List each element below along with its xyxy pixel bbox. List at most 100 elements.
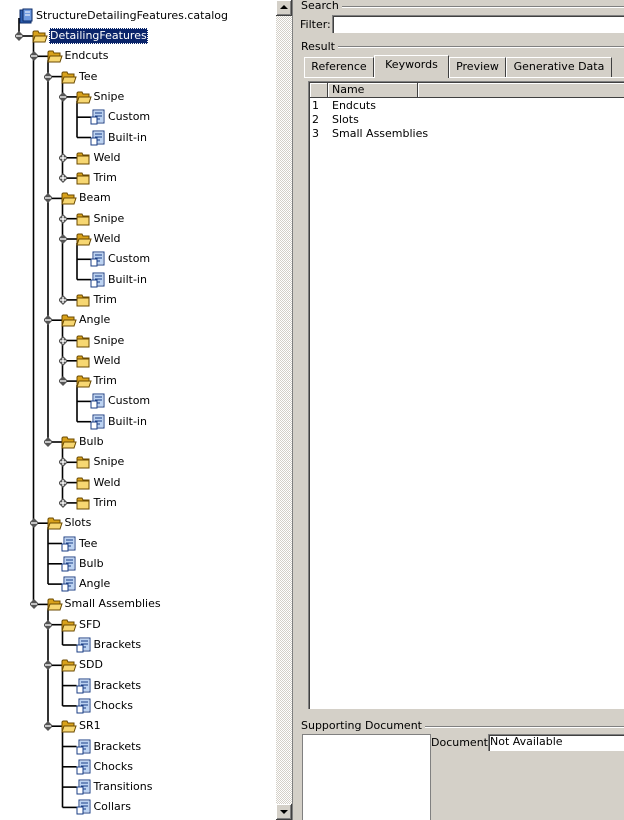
list-item-index: 3	[312, 127, 319, 140]
chapter-icon	[61, 576, 76, 592]
tree-node-label: Snipe	[93, 333, 125, 347]
chapter-icon	[90, 251, 105, 267]
folder-closed-icon	[76, 152, 89, 165]
result-list[interactable]: Name 1 Endcuts 2 Slots 3 Small Assemblie…	[308, 81, 624, 709]
chapter-icon	[90, 414, 105, 430]
collapse-toggle-icon[interactable]	[57, 91, 69, 103]
tree-node-label: Snipe	[93, 211, 125, 225]
expand-toggle-icon[interactable]	[57, 213, 69, 225]
collapse-toggle-icon[interactable]	[57, 233, 69, 245]
tree-node-label: Built-in	[108, 272, 147, 286]
folder-open-icon	[75, 91, 92, 104]
collapse-toggle-icon[interactable]	[28, 50, 40, 62]
tab-keywords[interactable]: Keywords	[374, 55, 449, 78]
collapse-toggle-icon[interactable]	[13, 30, 25, 42]
arrow-up-icon	[280, 5, 288, 9]
folder-open-icon	[75, 233, 92, 246]
expand-toggle-icon[interactable]	[57, 152, 69, 164]
expand-toggle-icon[interactable]	[57, 477, 69, 489]
collapse-toggle-icon[interactable]	[28, 598, 40, 610]
chapter-icon	[61, 536, 76, 551]
tree-node-label: Trim	[93, 292, 117, 306]
chapter-icon	[90, 393, 105, 409]
tree-node-label: Angle	[79, 313, 111, 327]
tree-node-label: Tee	[79, 536, 98, 550]
tree-node-label: Weld	[93, 475, 121, 489]
tree-node-label: Transitions	[93, 780, 153, 794]
chapter-icon	[76, 637, 90, 653]
chapter-icon	[90, 272, 105, 288]
list-item-name: Small Assemblies	[332, 127, 429, 140]
tree-node-label: Slots	[64, 516, 92, 530]
folder-open-icon	[75, 375, 92, 388]
tree-node-label: SR1	[79, 719, 101, 733]
expand-toggle-icon[interactable]	[57, 294, 69, 306]
result-group-line	[334, 46, 624, 48]
tab-reference[interactable]: Reference	[304, 57, 374, 77]
collapse-toggle-icon[interactable]	[42, 436, 54, 448]
filter-input[interactable]	[332, 15, 624, 33]
tree-node-label: Trim	[93, 171, 117, 185]
tree-vertical-scrollbar[interactable]	[276, 0, 292, 820]
tree-node-label: Trim	[93, 374, 117, 388]
column-header-index[interactable]	[310, 83, 328, 98]
expand-toggle-icon[interactable]	[57, 456, 69, 468]
scroll-up-button[interactable]	[276, 0, 292, 16]
folder-open-icon	[32, 30, 48, 43]
tab-preview[interactable]: Preview	[449, 57, 506, 77]
list-item-name: Endcuts	[332, 99, 376, 112]
chapter-icon	[76, 678, 90, 694]
scroll-track[interactable]	[276, 16, 292, 804]
document-field[interactable]: Not Available	[488, 734, 624, 751]
result-group-label: Result	[301, 40, 338, 53]
document-separator	[430, 734, 431, 820]
tree-node-label: Collars	[93, 800, 132, 814]
tree-node-label: Weld	[93, 150, 121, 164]
tree-node-label: SDD	[79, 658, 103, 672]
column-header-filler	[418, 83, 624, 98]
filter-label: Filter:	[300, 18, 331, 31]
folder-closed-icon	[76, 456, 89, 469]
collapse-toggle-icon[interactable]	[28, 517, 40, 529]
collapse-toggle-icon[interactable]	[42, 659, 54, 671]
tree-node-label: Angle	[79, 577, 111, 591]
scroll-down-button[interactable]	[276, 804, 292, 820]
expand-toggle-icon[interactable]	[57, 497, 69, 509]
folder-closed-icon	[76, 335, 89, 347]
collapse-toggle-icon[interactable]	[57, 375, 69, 387]
supporting-group-line	[408, 726, 624, 728]
tree-node-label: Chocks	[93, 759, 134, 773]
panel-splitter[interactable]	[292, 0, 300, 820]
tree-node-label: Bulb	[79, 435, 104, 448]
collapse-toggle-icon[interactable]	[42, 619, 54, 631]
folder-open-icon	[61, 71, 77, 84]
collapse-toggle-icon[interactable]	[42, 192, 54, 204]
folder-open-icon	[46, 517, 63, 530]
tab-baseline	[304, 77, 624, 78]
folder-closed-icon	[76, 477, 89, 490]
collapse-toggle-icon[interactable]	[42, 314, 54, 326]
folder-open-icon	[61, 720, 77, 733]
list-item-index: 2	[312, 113, 319, 126]
chapter-icon	[76, 779, 90, 795]
tree-node-label: Small Assemblies	[64, 597, 161, 611]
chapter-icon	[76, 799, 90, 815]
folder-open-icon	[61, 659, 77, 672]
tab-keywords-label: Keywords	[385, 58, 438, 71]
list-item-name: Slots	[332, 113, 359, 126]
expand-toggle-icon[interactable]	[57, 355, 69, 367]
tree-node-label: Built-in	[108, 130, 147, 144]
folder-open-icon	[61, 619, 77, 632]
expand-toggle-icon[interactable]	[57, 335, 69, 347]
collapse-toggle-icon[interactable]	[42, 720, 54, 732]
folder-open-icon	[61, 192, 77, 205]
document-preview-area	[302, 734, 430, 820]
collapse-toggle-icon[interactable]	[42, 71, 54, 83]
catalog-browser-panel: Search Filter: Result Reference Keywords…	[300, 0, 624, 820]
tab-generative-data[interactable]: Generative Data	[506, 57, 612, 77]
tree-node-label: Weld	[93, 353, 121, 367]
column-header-name[interactable]: Name	[328, 83, 418, 98]
expand-toggle-icon[interactable]	[57, 172, 69, 184]
tab-reference-label: Reference	[311, 60, 367, 73]
